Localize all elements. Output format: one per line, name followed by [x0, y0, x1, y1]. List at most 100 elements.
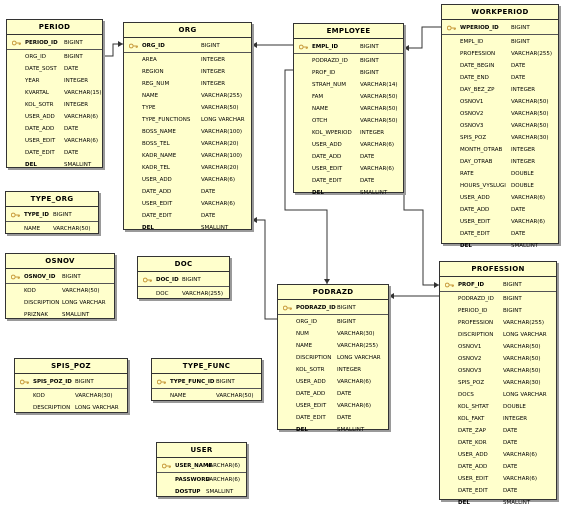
field-type: SMALLINT: [62, 312, 90, 318]
field-name: DEL: [296, 427, 308, 433]
field-type: VARCHAR(50): [511, 123, 549, 129]
key-icon: [129, 43, 138, 49]
field-type: INTEGER: [64, 102, 89, 108]
field-type: VARCHAR(255): [201, 93, 243, 99]
field-name: DATE_EDIT: [458, 488, 488, 494]
field-type: VARCHAR(50): [62, 288, 100, 294]
field-type: DOUBLE: [503, 404, 526, 410]
field-name: DEL: [25, 162, 37, 168]
field-type: VARCHAR(6): [360, 166, 395, 172]
field-name: TYPE_FUNC_ID: [170, 379, 215, 385]
field-name: KOL_WPERIOD: [312, 130, 352, 136]
field-type: VARCHAR(15): [64, 90, 102, 96]
field-type: BIGINT: [216, 379, 235, 385]
key-icon: [143, 277, 152, 283]
field-name: HOURS_VYSLUGI: [460, 183, 506, 189]
field-name: DATE_ADD: [25, 126, 55, 132]
field-type: VARCHAR(50): [503, 368, 541, 374]
field-name: KOL_SHTAT: [458, 404, 489, 410]
field-type: VARCHAR(255): [337, 343, 379, 349]
field-name: DATE_EDIT: [312, 178, 342, 184]
field-name: KOD: [24, 288, 36, 294]
field-name: ORG_ID: [296, 319, 318, 325]
field-type: VARCHAR(6): [206, 463, 241, 469]
key-icon: [447, 25, 456, 31]
field-type: BIGINT: [182, 277, 201, 283]
field-type: BIGINT: [75, 379, 94, 385]
field-type: SMALLINT: [206, 489, 234, 495]
field-type: LONG VARCHAR: [62, 300, 106, 306]
field-type: BIGINT: [62, 274, 81, 280]
field-name: OSNOV2: [458, 356, 482, 362]
field-name: BOSS_NAME: [142, 129, 176, 135]
field-type: VARCHAR(30): [337, 331, 375, 337]
field-type: BIGINT: [503, 308, 522, 314]
field-type: VARCHAR(6): [201, 177, 236, 183]
field-type: VARCHAR(6): [503, 452, 538, 458]
field-type: BIGINT: [201, 43, 220, 49]
table-title: PROFESSION: [440, 262, 556, 277]
key-icon: [11, 212, 20, 218]
table-title: USER: [157, 443, 246, 458]
field-name: WPERIOD_ID: [460, 25, 499, 31]
field-name: PROFESSION: [458, 320, 494, 326]
field-type: INTEGER: [337, 367, 362, 373]
field-type: VARCHAR(20): [201, 141, 239, 147]
field-name: PRIZNAK: [24, 312, 49, 318]
field-name: NAME: [24, 226, 41, 232]
field-name: KOL_FAKT: [458, 416, 485, 422]
field-type: LONG VARCHAR: [201, 117, 245, 123]
field-type: SMALLINT: [337, 427, 365, 433]
field-name: OSNOV3: [458, 368, 482, 374]
key-icon: [162, 463, 171, 469]
field-type: VARCHAR(6): [503, 476, 538, 482]
field-type: BIGINT: [360, 44, 379, 50]
field-type: VARCHAR(20): [201, 165, 239, 171]
field-type: DATE: [64, 66, 79, 72]
field-type: DATE: [337, 415, 352, 421]
field-name: PERIOD_ID: [25, 40, 58, 46]
field-type: BIGINT: [64, 40, 83, 46]
field-name: PROF_ID: [458, 282, 485, 288]
